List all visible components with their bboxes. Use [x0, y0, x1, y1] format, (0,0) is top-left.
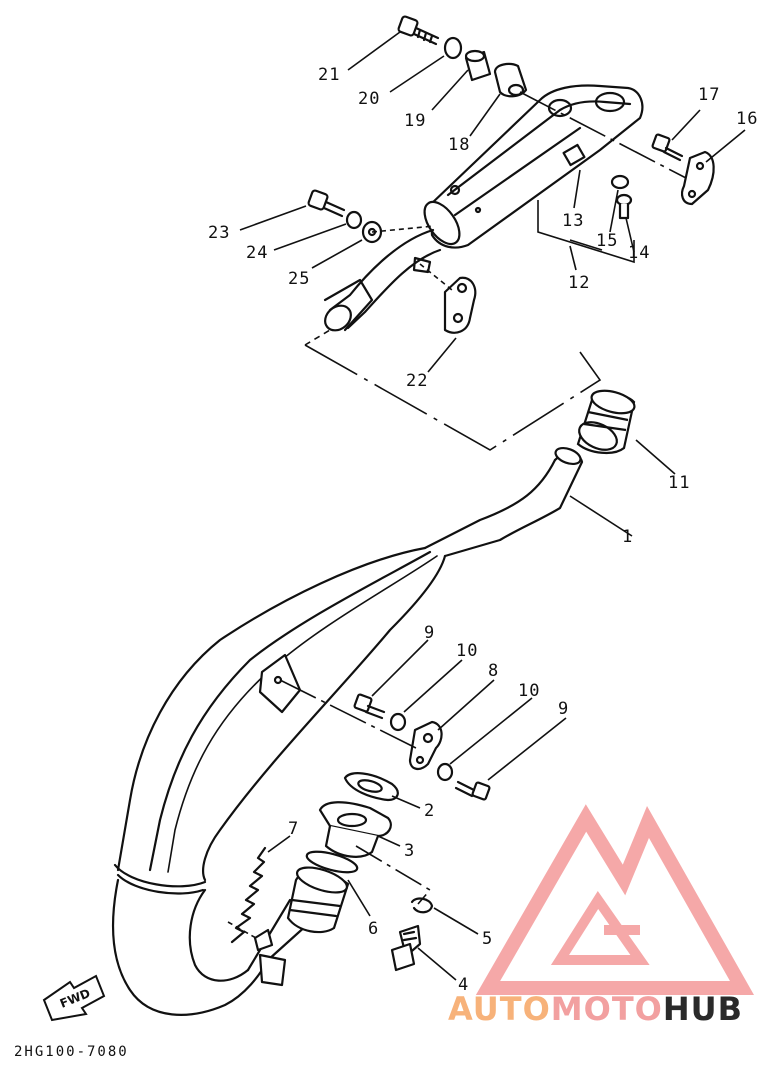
part-label-5: 5 [482, 929, 493, 949]
bolt-9-right-icon [454, 780, 491, 801]
silencer-hardware [307, 15, 715, 334]
leader-lines [227, 31, 746, 981]
washer-10-left-icon [389, 712, 407, 732]
part-label-17: 17 [698, 85, 720, 105]
spring-7-icon [230, 846, 267, 944]
bolt-23-icon [307, 189, 346, 218]
part-labels: 21 20 19 18 17 16 13 15 14 12 23 24 25 2… [208, 65, 758, 995]
washer-10-right-icon [436, 762, 454, 782]
joint-6-icon [286, 866, 350, 934]
fwd-arrow: FWD [42, 974, 106, 1022]
part-label-23: 23 [208, 223, 230, 243]
gasket-2-icon [343, 772, 399, 802]
part-label-6: 6 [368, 919, 379, 939]
part-label-22: 22 [406, 371, 428, 391]
silencer-assembly [323, 84, 644, 332]
part-label-10-right: 10 [518, 681, 540, 701]
part-label-7: 7 [288, 819, 299, 839]
collar-19-icon [464, 49, 492, 82]
bracket-8-icon [408, 720, 443, 770]
screw-14-icon [615, 193, 633, 220]
part-label-25: 25 [288, 269, 310, 289]
watermark-triangle-logo [475, 804, 755, 995]
part-label-9-right: 9 [558, 699, 569, 719]
sleeve-11-icon [576, 389, 636, 454]
part-label-21: 21 [318, 65, 340, 85]
diagram-code: 2HG100-7080 [14, 1044, 129, 1060]
clip-5-icon [410, 897, 434, 914]
expansion-chamber [111, 446, 584, 1016]
part-label-10-left: 10 [456, 641, 478, 661]
bolt-21-icon [397, 15, 440, 46]
part-label-18: 18 [448, 135, 470, 155]
bolt-9-left-icon [353, 693, 386, 720]
part-label-14: 14 [628, 243, 650, 263]
part-label-19: 19 [404, 111, 426, 131]
part-label-4: 4 [458, 975, 469, 995]
logo-part-moto: MOTO [550, 990, 663, 1028]
front-hardware [230, 693, 491, 972]
grommet-18-icon [493, 62, 528, 98]
part-label-16: 16 [736, 109, 758, 129]
part-label-2: 2 [424, 801, 435, 821]
washer-20-icon [443, 36, 463, 60]
washer-15-icon [610, 174, 630, 190]
flange-3-icon [318, 801, 392, 858]
watermark-logo-text: AUTOMOTOHUB [448, 984, 768, 1034]
part-label-1: 1 [622, 527, 633, 547]
part-label-13: 13 [562, 211, 584, 231]
part-label-24: 24 [246, 243, 268, 263]
bracket-16-icon [681, 150, 715, 206]
bolt-17-icon [651, 133, 684, 162]
part-label-3: 3 [404, 841, 415, 861]
part-label-12: 12 [568, 273, 590, 293]
fwd-arrow-icon [42, 974, 106, 1022]
part-label-15: 15 [596, 231, 618, 251]
logo-part-auto: AUTO [448, 990, 551, 1028]
part-label-11: 11 [668, 473, 690, 493]
o-ring-6-icon [305, 850, 359, 874]
washer-24-icon [345, 210, 363, 230]
bracket-22-icon [443, 276, 477, 334]
part-label-9-left: 9 [424, 623, 435, 643]
bolt-4-icon [390, 924, 422, 972]
part-label-20: 20 [358, 89, 380, 109]
part-label-8: 8 [488, 661, 499, 681]
logo-part-hub: HUB [662, 990, 744, 1028]
